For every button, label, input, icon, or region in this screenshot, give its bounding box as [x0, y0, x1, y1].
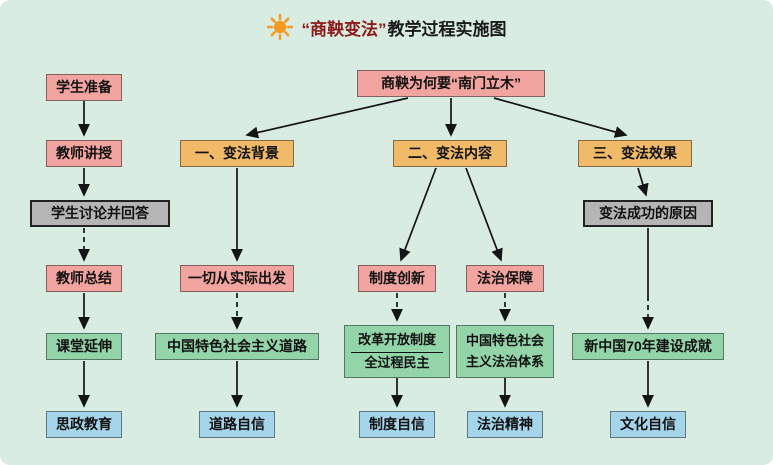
node-from-reality: 一切从实际出发: [180, 265, 294, 292]
node-sec1-background: 一、变法背景: [180, 140, 294, 167]
arrow-question-to-sec1: [245, 97, 409, 139]
node-success-reason: 变法成功的原因: [583, 200, 713, 227]
arrow-sec2-to-institution: [399, 167, 437, 262]
node-teacher-summary: 教师总结: [46, 265, 122, 292]
node-law-guarantee: 法治保障: [466, 265, 544, 292]
page-title: “商鞅变法”教学过程实施图: [0, 14, 773, 40]
arrow-sec3-to-reason: [637, 167, 649, 197]
node-new-china: 新中国70年建设成就: [572, 333, 724, 360]
node-teacher-lecture: 教师讲授: [46, 140, 122, 167]
node-sec2-content: 二、变法内容: [393, 140, 507, 167]
node-main-question: 商鞅为何要“南门立木”: [357, 70, 545, 97]
arrow-question-to-sec3: [493, 97, 628, 138]
node-law-spirit: 法治精神: [467, 411, 543, 438]
node-student-prep: 学生准备: [46, 74, 122, 101]
node-law-system: 中国特色社会主义法治体系: [456, 325, 554, 378]
reform-line1: 改革开放制度: [350, 332, 444, 353]
reform-line2: 全过程民主: [364, 354, 430, 370]
node-culture-confidence: 文化自信: [610, 411, 686, 438]
title-quoted-text: “商鞅变法”: [301, 19, 387, 39]
node-ideology-education: 思政教育: [46, 411, 122, 438]
node-chinese-road: 中国特色社会主义道路: [155, 333, 319, 360]
node-institution-confidence: 制度自信: [359, 411, 435, 438]
node-sec3-effect: 三、变法效果: [578, 140, 692, 167]
title-rest-text: 教学过程实施图: [387, 19, 507, 39]
node-institution-innovation: 制度创新: [358, 265, 436, 292]
node-reform-democracy: 改革开放制度 全过程民主: [344, 325, 450, 378]
node-student-discuss: 学生讨论并回答: [30, 200, 170, 227]
sun-icon: [266, 14, 293, 40]
node-road-confidence: 道路自信: [199, 411, 275, 438]
arrow-sec2-to-law: [465, 167, 503, 262]
node-class-extension: 课堂延伸: [46, 333, 122, 360]
